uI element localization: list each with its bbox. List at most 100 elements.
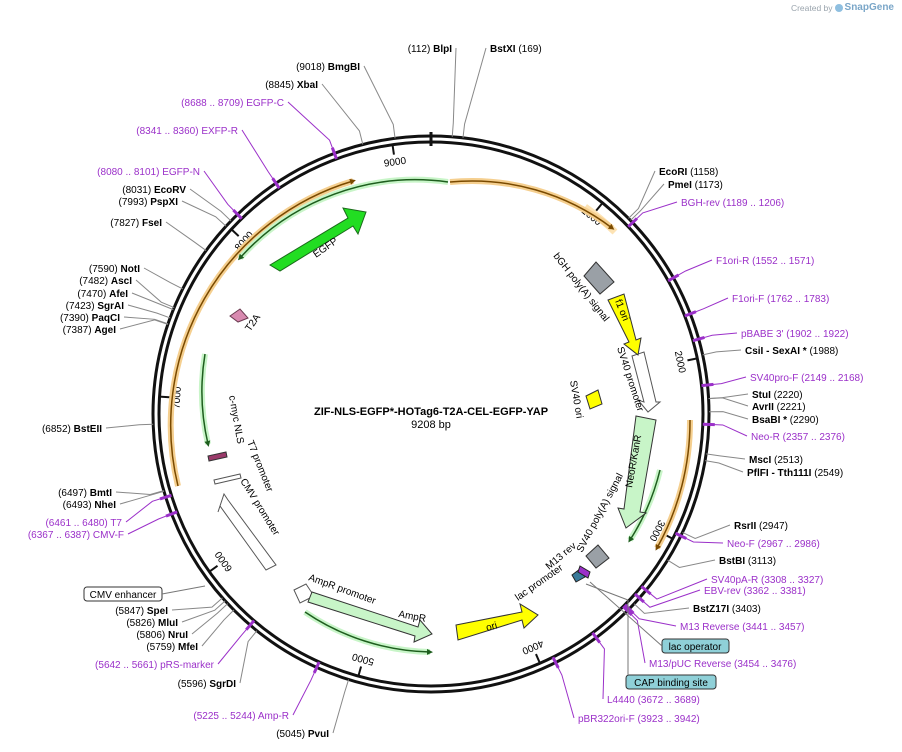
cmv-enhancer-label: CMV enhancer (90, 590, 157, 601)
site-name: MfeI (178, 642, 198, 653)
site-position: (1158) (687, 167, 718, 178)
site-name: AgeI (94, 325, 116, 336)
tick-mark (391, 144, 395, 155)
site-position: (5225 .. 5244) (193, 711, 258, 722)
leader-line (287, 101, 335, 154)
site-name: XbaI (297, 80, 318, 91)
site-label: PmeI (1173) (668, 180, 723, 191)
site-label: (6852) BstEII (42, 424, 102, 435)
site-name: BmtI (90, 488, 112, 499)
leader-line (115, 490, 164, 495)
site-position: (5596) (178, 679, 210, 690)
site-name: SpeI (147, 606, 168, 617)
tick-mark (535, 653, 541, 664)
tick-mark (595, 202, 604, 212)
leader-line (706, 453, 746, 460)
leader-line (165, 221, 207, 251)
site-name: StuI (752, 390, 771, 401)
site-position: (7590) (89, 264, 121, 275)
site-position: (7993) (119, 197, 151, 208)
ampr-feature (307, 591, 433, 643)
site-position: (6852) (42, 424, 74, 435)
site-label: L4440 (3672 .. 3689) (607, 695, 700, 706)
site-label: pBABE 3' (1902 .. 1922) (741, 329, 849, 340)
leader-line (181, 200, 227, 227)
site-label: BstXI (169) (490, 44, 542, 55)
site-name: SgrDI (209, 679, 236, 690)
leader-line (630, 183, 665, 221)
site-label: EcoRI (1158) (659, 167, 718, 178)
site-label: (7993) PspXI (119, 197, 179, 208)
site-position: (5045) (276, 729, 308, 740)
t7-promoter-feature (213, 473, 242, 485)
site-name: AfeI (109, 289, 128, 300)
credit-prefix: Created by (790, 2, 833, 13)
site-position: (8341 .. 8360) (136, 126, 201, 137)
egfp-feature (269, 207, 367, 272)
site-label: (8341 .. 8360) EXFP-R (136, 126, 238, 137)
leader-line (680, 535, 724, 544)
site-label: SV40pro-F (2149 .. 2168) (750, 373, 863, 384)
site-name: FseI (142, 218, 162, 229)
leader-line (708, 411, 749, 420)
sv40-ori-feature (585, 389, 603, 410)
plasmid-name: ZIF-NLS-EGFP*-HOTag6-T2A-CEL-EGFP-YAP (314, 406, 548, 418)
site-position: (2357 .. 2376) (780, 432, 845, 443)
site-name: EGFP-N (162, 167, 200, 178)
leader-line (292, 667, 318, 716)
site-label: (8080 .. 8101) EGFP-N (97, 167, 200, 178)
site-label: AvrII (2221) (752, 402, 806, 413)
site-position: (3672 .. 3689) (635, 695, 700, 706)
feature-label-sv40-ori: SV40 ori (567, 380, 584, 420)
site-label: (6497) BmtI (58, 488, 112, 499)
leader-line (667, 559, 716, 568)
leader-line (123, 316, 169, 325)
snapgene-credit: Created by SnapGene (791, 2, 894, 13)
primer-mark (165, 510, 178, 518)
site-label: BstBI (3113) (719, 556, 776, 567)
site-position: (2221) (774, 402, 806, 413)
site-position: (3308 .. 3327) (758, 575, 823, 586)
site-position: (6461 .. 6480) (45, 518, 110, 529)
site-position: (7827) (110, 218, 142, 229)
site-label: (5847) SpeI (115, 606, 168, 617)
site-label: F1ori-F (1762 .. 1783) (732, 294, 829, 305)
leader-line (131, 292, 174, 311)
site-position: (5826) (126, 618, 158, 629)
tick-label: 9000 (383, 156, 407, 170)
site-position: (3113) (745, 556, 776, 567)
feature-label-cmyc-nls: c-myc NLS (226, 395, 245, 445)
primer-mark (159, 493, 172, 501)
orf-arc-left (167, 178, 354, 487)
primer-mark (684, 310, 697, 318)
leader-line (451, 47, 457, 137)
site-name: Neo-R (751, 432, 780, 443)
site-position: (7482) (79, 276, 111, 287)
leader-line (682, 524, 731, 539)
site-label: M13 Reverse (3441 .. 3457) (680, 622, 805, 633)
sv40-polya-feature (585, 544, 610, 569)
feature-label-ori: ori (485, 620, 499, 634)
primer-mark (551, 656, 560, 669)
site-position: (6493) (63, 500, 95, 511)
site-position: (1552 .. 1571) (749, 256, 814, 267)
leader-line (241, 129, 277, 184)
site-position: (3441 .. 3457) (739, 622, 804, 633)
site-label: (8845) XbaI (265, 80, 318, 91)
site-label: (8031) EcoRV (122, 185, 186, 196)
site-position: (5759) (146, 642, 178, 653)
leader-line (708, 423, 748, 437)
site-name: BstEII (74, 424, 103, 435)
site-label: Neo-F (2967 .. 2986) (727, 539, 820, 550)
site-name: Amp-R (258, 711, 289, 722)
site-name: PvuI (308, 729, 329, 740)
site-position: (7423) (66, 301, 98, 312)
leader-line (201, 609, 235, 647)
site-name: M13/pUC Reverse (649, 659, 732, 670)
primer-mark (674, 531, 687, 540)
site-label: MscI (2513) (749, 455, 803, 466)
site-name: BGH-rev (681, 198, 720, 209)
site-position: (7470) (77, 289, 109, 300)
snapgene-logo-icon (834, 3, 843, 12)
site-name: L4440 (607, 695, 635, 706)
